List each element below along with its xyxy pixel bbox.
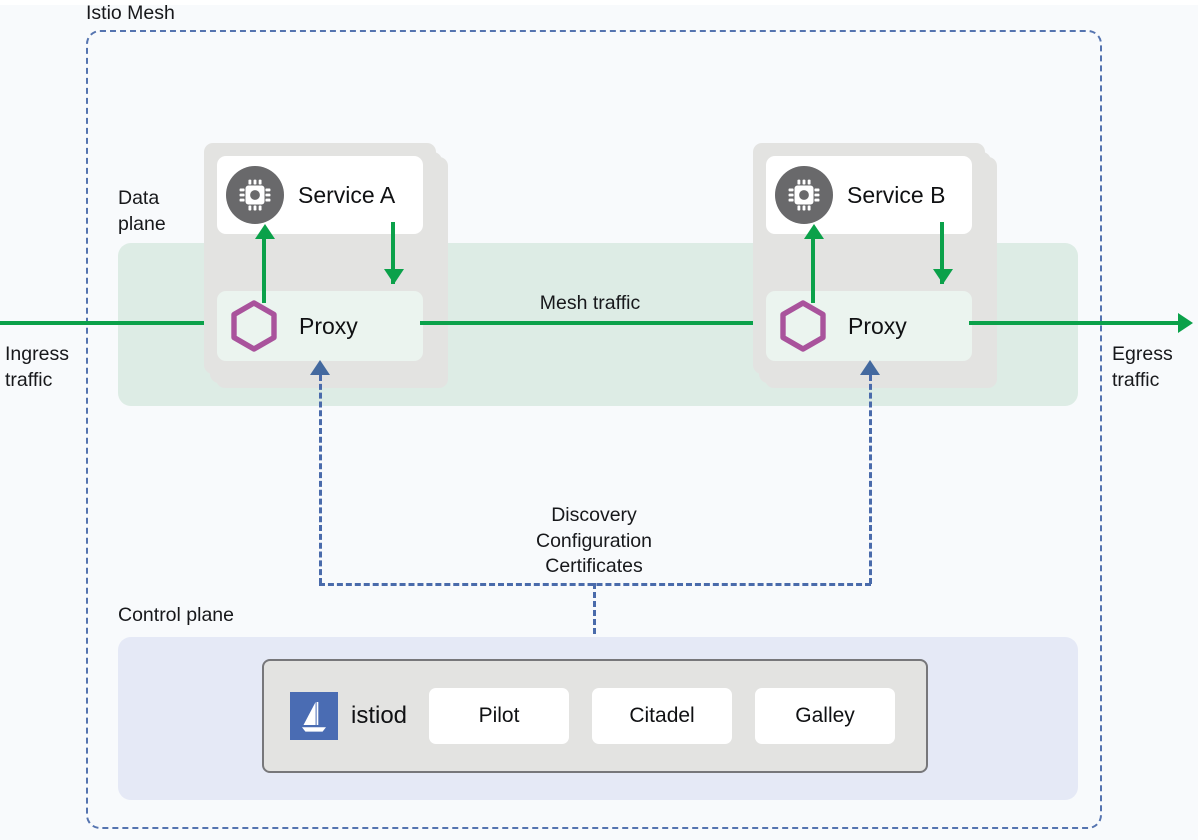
pod-service-a: Service A Proxy bbox=[204, 143, 448, 388]
hexagon-icon bbox=[227, 299, 281, 353]
egress-traffic-line bbox=[969, 321, 1184, 325]
proxy-a-to-service-arrowhead bbox=[255, 224, 275, 239]
control-plane-link-proxy-a bbox=[319, 375, 322, 584]
mesh-traffic-line bbox=[420, 321, 760, 325]
istio-sailboat-logo-icon bbox=[290, 692, 338, 740]
control-plane-link-proxy-b bbox=[869, 375, 872, 584]
service-a-to-proxy-arrowhead bbox=[384, 269, 404, 284]
component-label: Citadel bbox=[629, 704, 695, 727]
pod-service-b: Service B Proxy bbox=[753, 143, 997, 388]
component-label: Galley bbox=[795, 704, 855, 727]
proxy-b-card[interactable]: Proxy bbox=[766, 291, 972, 361]
proxy-a-label: Proxy bbox=[299, 312, 358, 339]
component-label: Pilot bbox=[478, 704, 520, 727]
mesh-traffic-label: Mesh traffic bbox=[539, 292, 641, 314]
egress-arrowhead bbox=[1178, 313, 1193, 333]
service-b-label: Service B bbox=[847, 181, 946, 208]
cpu-chip-icon bbox=[226, 166, 284, 224]
mesh-title: Istio Mesh bbox=[86, 2, 175, 24]
proxy-a-to-service-line bbox=[262, 238, 266, 303]
proxy-a-card[interactable]: Proxy bbox=[217, 291, 423, 361]
service-b-to-proxy-arrowhead bbox=[933, 269, 953, 284]
control-plane-component-citadel[interactable]: Citadel bbox=[592, 688, 733, 744]
control-plane-arrowhead-proxy-b bbox=[860, 360, 880, 375]
service-b-to-proxy-line bbox=[940, 222, 944, 284]
istio-mesh-boundary bbox=[86, 30, 1102, 829]
service-b-card[interactable]: Service B bbox=[766, 156, 972, 234]
hexagon-icon bbox=[776, 299, 830, 353]
control-plane-component-pilot[interactable]: Pilot bbox=[429, 688, 570, 744]
proxy-b-label: Proxy bbox=[848, 312, 907, 339]
control-plane-label: Control plane bbox=[118, 604, 234, 626]
istiod-label: istiod bbox=[351, 702, 408, 729]
istiod-box[interactable]: istiod Pilot Citadel Galley bbox=[262, 659, 928, 773]
service-a-label: Service A bbox=[298, 181, 396, 208]
control-plane-link-istiod bbox=[593, 583, 596, 661]
control-plane-component-galley[interactable]: Galley bbox=[755, 688, 896, 744]
ingress-traffic-line bbox=[0, 321, 212, 325]
proxy-b-to-service-line bbox=[811, 238, 815, 303]
cpu-chip-icon bbox=[775, 166, 833, 224]
service-a-card[interactable]: Service A bbox=[217, 156, 423, 234]
control-plane-arrowhead-proxy-a bbox=[310, 360, 330, 375]
canvas-top-strip bbox=[0, 0, 1198, 5]
proxy-b-to-service-arrowhead bbox=[804, 224, 824, 239]
service-a-to-proxy-line bbox=[391, 222, 395, 284]
